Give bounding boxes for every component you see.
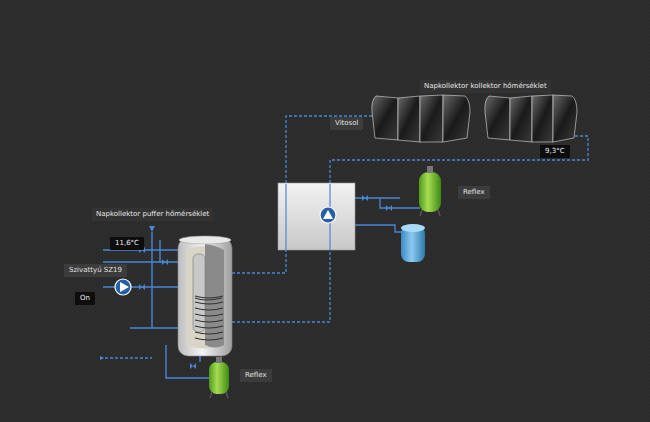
vessel-tag: Reflex <box>240 369 272 382</box>
blue-vessel <box>401 224 425 262</box>
buffer-tank <box>178 236 232 356</box>
solar-pipes <box>100 116 588 358</box>
circulation-pump <box>115 279 131 295</box>
caption-label: Napkollektor kollektor hőmérséklet <box>420 80 551 93</box>
coil-winding <box>195 302 223 304</box>
expansion-vessel <box>419 166 441 216</box>
expansion-vessel <box>209 357 229 398</box>
station-pump <box>320 207 336 223</box>
coil-winding <box>195 296 223 298</box>
pump-triangle <box>323 210 333 219</box>
pipe-arrow <box>100 356 104 360</box>
coil-winding <box>195 332 223 334</box>
coil-winding <box>195 308 223 310</box>
node-text: Vitosol <box>335 119 358 128</box>
solar-station <box>278 183 355 250</box>
node-text: 11,6°C <box>115 239 139 248</box>
coil-winding <box>195 314 223 316</box>
temperature-value: 11,6°C <box>110 237 144 250</box>
air-vent <box>149 226 155 232</box>
caption-label: Napkollektor puffer hőmérséklet <box>92 208 213 221</box>
node-text: Reflex <box>463 188 485 197</box>
node-text: 9,3°C <box>545 147 565 156</box>
coil-winding <box>195 338 223 340</box>
node-text: Szivattyú SZ19 <box>69 266 122 275</box>
coil-winding <box>195 326 223 328</box>
pump-tag: Szivattyú SZ19 <box>64 264 127 277</box>
status-value: On <box>75 292 95 305</box>
coil-winding <box>195 320 223 322</box>
solar-collectors <box>372 95 577 142</box>
node-text: Reflex <box>245 371 267 380</box>
vessel-tag: Reflex <box>458 186 490 199</box>
node-text: On <box>80 294 90 303</box>
temperature-value: 9,3°C <box>540 145 570 158</box>
product-tag: Vitosol <box>330 117 363 130</box>
